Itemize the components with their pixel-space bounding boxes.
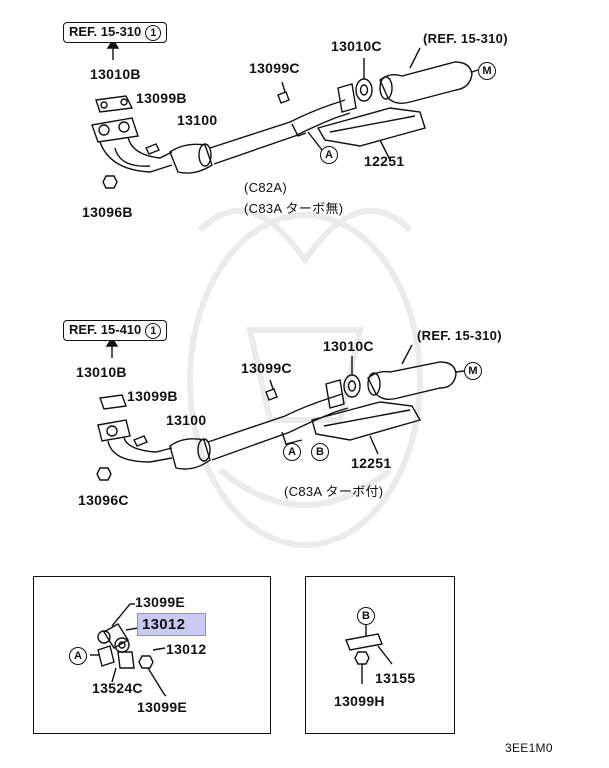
top-note-variant: (C83A ターボ無) — [244, 201, 344, 216]
detail-a-part-13524C[interactable]: 13524C — [92, 680, 143, 696]
watermark-emblem — [187, 207, 423, 548]
top-note-model: (C82A) — [244, 180, 287, 195]
middle-ref-right[interactable]: (REF. 15-310) — [417, 328, 502, 343]
detail-b-part-13155[interactable]: 13155 — [375, 670, 416, 686]
ref-circle-number: 1 — [145, 25, 162, 41]
middle-part-13010C[interactable]: 13010C — [323, 338, 374, 354]
middle-part-13010B[interactable]: 13010B — [76, 364, 127, 380]
middle-callout-m[interactable]: M — [464, 362, 482, 380]
top-callout-a[interactable]: A — [320, 146, 338, 164]
middle-part-13099C[interactable]: 13099C — [241, 360, 292, 376]
ref-circle-number: 1 — [145, 323, 162, 339]
detail-b-callout[interactable]: B — [357, 607, 375, 625]
top-callout-m[interactable]: M — [478, 62, 496, 80]
detail-a-callout[interactable]: A — [69, 647, 87, 665]
detail-a-part-13012[interactable]: 13012 — [166, 641, 207, 657]
diagram-code: 3EE1M0 — [505, 741, 553, 755]
middle-part-12251[interactable]: 12251 — [351, 455, 392, 471]
middle-callout-a[interactable]: A — [283, 443, 301, 461]
detail-a-part-13099E-top[interactable]: 13099E — [135, 594, 186, 610]
middle-assembly — [96, 336, 465, 481]
detail-b-drawing — [345, 625, 393, 684]
detail-a-panel — [33, 576, 271, 734]
top-part-13100[interactable]: 13100 — [177, 112, 218, 128]
ref-left-text: REF. 15-410 — [69, 322, 142, 337]
middle-part-13100[interactable]: 13100 — [166, 412, 207, 428]
top-part-13099B[interactable]: 13099B — [136, 90, 187, 106]
detail-b-part-13099H[interactable]: 13099H — [334, 693, 385, 709]
middle-callout-b[interactable]: B — [311, 443, 329, 461]
detail-a-part-13012-highlighted[interactable]: 13012 — [137, 613, 207, 636]
detail-b-panel — [305, 576, 455, 734]
middle-part-13099B[interactable]: 13099B — [127, 388, 178, 404]
ref-left-text: REF. 15-310 — [69, 24, 142, 39]
top-part-13010C[interactable]: 13010C — [331, 38, 382, 54]
top-ref-right[interactable]: (REF. 15-310) — [423, 31, 508, 46]
top-part-13010B[interactable]: 13010B — [90, 66, 141, 82]
detail-a-part-13099E-bottom[interactable]: 13099E — [137, 699, 188, 715]
top-part-12251[interactable]: 12251 — [364, 153, 405, 169]
detail-a-drawing — [90, 603, 167, 697]
top-assembly — [91, 38, 479, 189]
top-part-13096B[interactable]: 13096B — [82, 204, 133, 220]
middle-part-13096C[interactable]: 13096C — [78, 492, 129, 508]
top-part-13099C[interactable]: 13099C — [249, 60, 300, 76]
middle-note-variant: (C83A ターボ付) — [284, 484, 384, 499]
